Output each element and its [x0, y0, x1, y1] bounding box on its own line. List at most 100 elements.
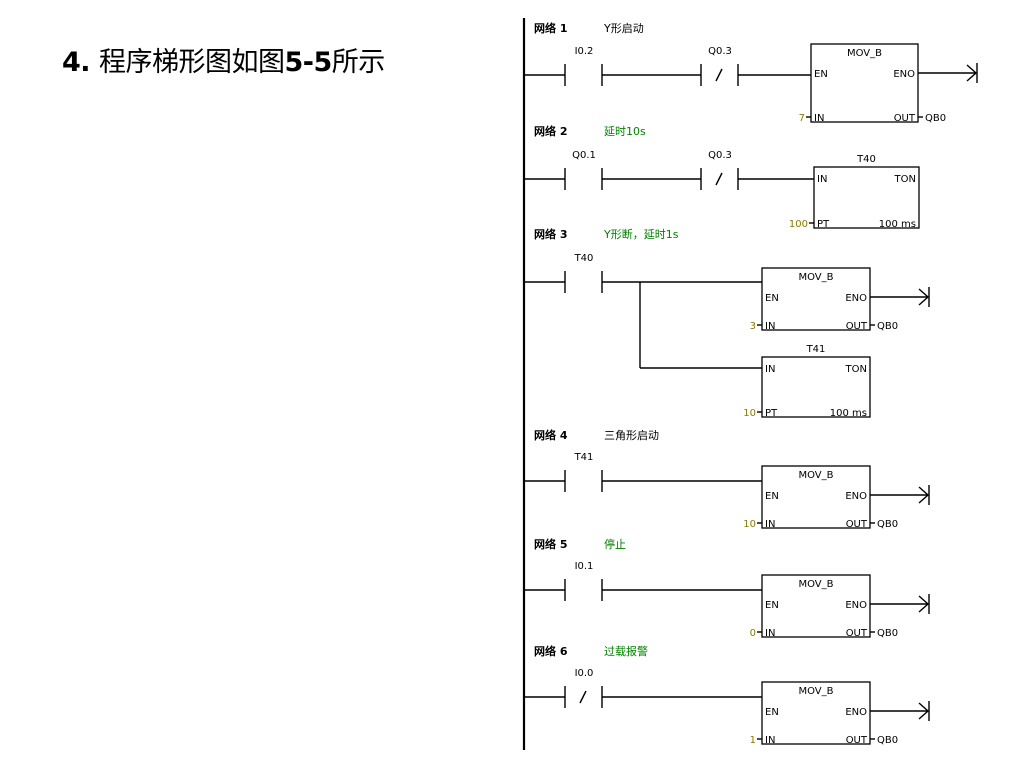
no-contact: T41: [524, 452, 603, 492]
function-box: [761, 465, 871, 529]
mov-b-block: MOV_B EN IN ENO OUT 10 QB0: [743, 465, 930, 530]
pin-en: EN: [765, 293, 779, 304]
pin-label: 100 ms: [879, 219, 916, 230]
eno-arrow: [918, 288, 930, 306]
pin-pt: PT: [817, 219, 830, 230]
network-comment: Y形启动: [603, 22, 644, 35]
function-box: [813, 166, 920, 229]
contact-address: I0.0: [575, 668, 594, 679]
eno-arrow: [918, 486, 930, 504]
network-comment: 过载报警: [604, 644, 648, 658]
eno-arrow: [966, 64, 978, 82]
output-value: QB0: [925, 113, 946, 124]
function-box: [761, 574, 871, 638]
nc-contact: Q0.3: [602, 46, 739, 86]
network-label: 网络 6: [534, 644, 568, 658]
contact-address: I0.1: [575, 561, 594, 572]
pin-label: 100 ms: [830, 408, 867, 419]
network-label: 网络 5: [534, 537, 567, 551]
title-text-a: 程序梯形图如图: [98, 47, 285, 78]
pin-label: ENO: [845, 293, 867, 304]
input-value: 10: [743, 408, 756, 419]
pin-in: IN: [817, 174, 827, 185]
pin-en: EN: [765, 491, 779, 502]
network-comment: 延时10s: [604, 125, 646, 138]
function-box: [761, 267, 871, 331]
function-box: [761, 356, 871, 418]
pin-label: TON: [894, 174, 916, 185]
box-title: MOV_B: [847, 48, 882, 59]
pin-label: ENO: [845, 600, 867, 611]
slide-title: 4. 程序梯形图如图5-5所示: [62, 40, 385, 79]
no-contact: T40: [524, 253, 603, 293]
contact-address: I0.2: [575, 46, 594, 57]
box-title: MOV_B: [798, 686, 833, 697]
no-contact: I0.1: [524, 561, 603, 601]
pin-label: TON: [845, 364, 867, 375]
eno-arrow: [918, 702, 930, 720]
contact-slash: [715, 68, 723, 82]
title-number: 4.: [62, 47, 91, 78]
box-title: MOV_B: [798, 272, 833, 283]
input-value: 1: [750, 735, 756, 746]
network-label: 网络 3: [534, 227, 567, 241]
pin-label: OUT: [846, 321, 868, 332]
title-text-b: 所示: [331, 47, 386, 78]
eno-arrow: [918, 595, 930, 613]
network-comment: 停止: [604, 537, 626, 551]
pin-label: ENO: [845, 491, 867, 502]
contact-address: T40: [574, 253, 594, 264]
nc-contact: I0.0: [524, 668, 603, 708]
contact-address: Q0.3: [708, 150, 732, 161]
network-label: 网络 1: [534, 21, 567, 35]
pin-en: EN: [765, 707, 779, 718]
pin-label: OUT: [846, 735, 868, 746]
pin-en: EN: [814, 69, 828, 80]
input-value: 3: [750, 321, 756, 332]
contact-address: Q0.3: [708, 46, 732, 57]
network-label: 网络 4: [534, 428, 568, 442]
contact-address: Q0.1: [572, 150, 596, 161]
contact-slash: [579, 690, 587, 704]
output-value: QB0: [877, 628, 898, 639]
no-contact: Q0.1: [524, 150, 603, 190]
pin-in: IN: [765, 519, 775, 530]
network-comment: Y形断，延时1s: [603, 227, 679, 241]
output-value: QB0: [877, 321, 898, 332]
mov-b-block: MOV_B EN IN ENO OUT 3 QB0: [750, 267, 930, 332]
pin-en: EN: [765, 600, 779, 611]
pin-label: OUT: [846, 628, 868, 639]
pin-in: IN: [765, 321, 775, 332]
output-value: QB0: [877, 519, 898, 530]
network-label: 网络 2: [534, 124, 567, 138]
function-box: [761, 681, 871, 745]
pin-label: ENO: [893, 69, 915, 80]
box-title: MOV_B: [798, 470, 833, 481]
function-box: [810, 43, 919, 123]
nc-contact: Q0.3: [602, 150, 739, 190]
no-contact: I0.2: [524, 46, 603, 86]
pin-in: IN: [765, 364, 775, 375]
input-value: 10: [743, 519, 756, 530]
pin-in: IN: [765, 735, 775, 746]
pin-label: OUT: [846, 519, 868, 530]
input-value: 7: [799, 113, 805, 124]
pin-in: IN: [765, 628, 775, 639]
input-value: 100: [789, 219, 808, 230]
contact-address: T41: [574, 452, 594, 463]
contact-slash: [715, 172, 723, 186]
input-value: 0: [750, 628, 756, 639]
pin-label: ENO: [845, 707, 867, 718]
